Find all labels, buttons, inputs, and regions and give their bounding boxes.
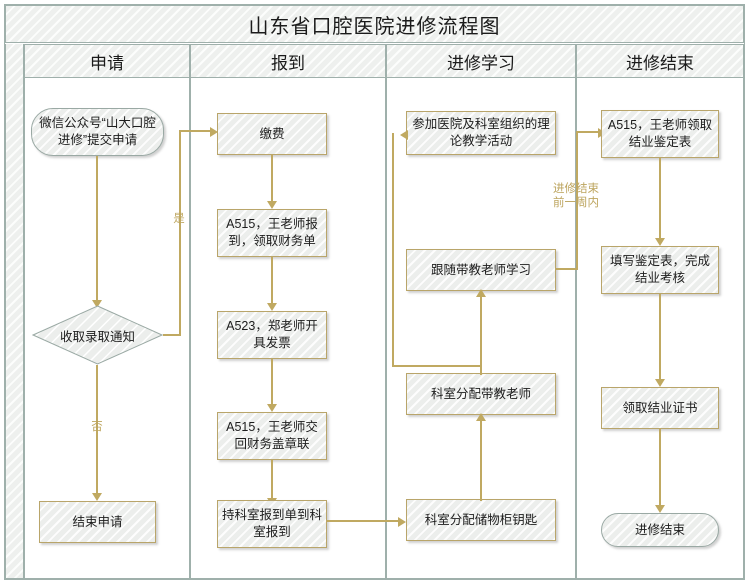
- edge-loop-h-study: [392, 365, 481, 367]
- edge-fill-to-certificate: [659, 294, 661, 381]
- edge-fill-to-certificate-arrow: [655, 379, 665, 387]
- edge-loop-arrow-study: [400, 130, 408, 140]
- node-get-certificate[interactable]: 领取结业证书: [601, 387, 719, 429]
- edge-invoice-to-stamped: [271, 359, 273, 406]
- edge-label-no: 否: [91, 421, 103, 433]
- column-header-apply: 申请: [24, 44, 190, 78]
- column-header-register: 报到: [190, 44, 386, 78]
- edge-payfee-to-register-arrow: [267, 201, 277, 209]
- node-return-stamped-label: A515，王老师交回财务盖章联: [226, 420, 318, 451]
- node-theory-teaching[interactable]: 参加医院及科室组织的理论教学活动: [406, 111, 556, 155]
- edge-label-within-one-week: 进修结束 前一周内: [553, 183, 599, 209]
- node-return-stamped[interactable]: A515，王老师交回财务盖章联: [217, 412, 327, 460]
- node-register-finance[interactable]: A515，王老师报到，领取财务单: [217, 209, 327, 257]
- edge-followteacher-right: [556, 268, 578, 270]
- edge-register-to-invoice-arrow: [267, 303, 277, 311]
- edge-decision-no: [96, 365, 98, 495]
- node-start-apply-label: 微信公众号“山大口腔进修”提交申请: [39, 116, 156, 147]
- node-dept-report-label: 持科室报到单到科室报到: [222, 508, 323, 539]
- edge-certificate-to-end: [659, 429, 661, 507]
- edge-decision-yes-h1: [163, 334, 181, 336]
- edge-assignteacher-to-follow-arrow: [476, 289, 486, 297]
- column-header-study: 进修学习: [386, 44, 576, 78]
- edge-decision-yes-v: [179, 130, 181, 336]
- edge-loop-v-study: [392, 133, 394, 367]
- edge-stamped-to-deptreport: [271, 460, 273, 500]
- edge-followteacher-up: [576, 131, 578, 270]
- node-assign-teacher-label: 科室分配带教老师: [430, 386, 531, 401]
- node-assign-locker-label: 科室分配储物柜钥匙: [424, 512, 538, 527]
- node-issue-invoice[interactable]: A523，郑老师开具发票: [217, 311, 327, 359]
- edge-locker-to-assignteacher-arrow: [476, 413, 486, 421]
- edge-label-yes: 是: [173, 213, 185, 225]
- column-header-finish: 进修结束: [576, 44, 744, 78]
- edge-register-to-invoice: [271, 257, 273, 305]
- edge-decision-yes-h2: [179, 130, 212, 132]
- edge-start-to-decision: [96, 156, 98, 302]
- edge-deptreport-to-locker-arrow: [398, 517, 406, 527]
- edge-invoice-to-stamped-arrow: [267, 404, 277, 412]
- node-pay-fee[interactable]: 缴费: [217, 113, 327, 155]
- node-decision-admission[interactable]: 收取录取通知: [32, 305, 163, 365]
- edge-deptreport-to-locker: [327, 520, 400, 522]
- edge-decision-yes-arrow: [210, 127, 218, 137]
- edge-locker-to-assignteacher: [480, 415, 482, 501]
- node-end-training-label: 进修结束: [634, 522, 685, 537]
- node-dept-report[interactable]: 持科室报到单到科室报到: [217, 500, 327, 548]
- edge-assignteacher-to-follow: [480, 291, 482, 375]
- left-gutter: [5, 44, 24, 579]
- diamond-shape-icon: [32, 305, 163, 365]
- edge-payfee-to-register: [271, 155, 273, 203]
- node-pay-fee-label: 缴费: [259, 126, 285, 141]
- edge-decision-no-arrow: [92, 493, 102, 501]
- node-follow-teacher[interactable]: 跟随带教老师学习: [406, 249, 556, 291]
- node-start-apply[interactable]: 微信公众号“山大口腔进修”提交申请: [31, 108, 164, 156]
- node-assign-locker[interactable]: 科室分配储物柜钥匙: [406, 499, 556, 541]
- edge-evalform-to-fill-arrow: [655, 238, 665, 246]
- node-theory-teaching-label: 参加医院及科室组织的理论教学活动: [412, 117, 550, 148]
- node-get-certificate-label: 领取结业证书: [622, 400, 698, 415]
- node-follow-teacher-label: 跟随带教老师学习: [430, 262, 531, 277]
- node-fill-eval-form[interactable]: 填写鉴定表，完成结业考核: [601, 246, 719, 294]
- edge-followteacher-to-finish: [576, 131, 600, 133]
- edge-evalform-to-fill: [659, 158, 661, 240]
- node-register-finance-label: A515，王老师报到，领取财务单: [226, 217, 318, 248]
- node-get-eval-form[interactable]: A515，王老师领取结业鉴定表: [601, 110, 719, 158]
- node-end-training[interactable]: 进修结束: [601, 513, 719, 547]
- edge-certificate-to-end-arrow: [655, 505, 665, 513]
- node-fill-eval-form-label: 填写鉴定表，完成结业考核: [609, 254, 710, 285]
- node-end-application-label: 结束申请: [72, 514, 123, 529]
- node-issue-invoice-label: A523，郑老师开具发票: [226, 319, 318, 350]
- node-decision-admission-label: 收取录取通知: [59, 329, 135, 344]
- page-title: 山东省口腔医院进修流程图: [248, 15, 501, 38]
- chart-title-bar: 山东省口腔医院进修流程图: [5, 5, 744, 43]
- node-get-eval-form-label: A515，王老师领取结业鉴定表: [607, 118, 713, 149]
- node-assign-teacher[interactable]: 科室分配带教老师: [406, 373, 556, 415]
- edge-start-to-decision-arrow: [92, 300, 102, 308]
- node-end-application[interactable]: 结束申请: [39, 501, 156, 543]
